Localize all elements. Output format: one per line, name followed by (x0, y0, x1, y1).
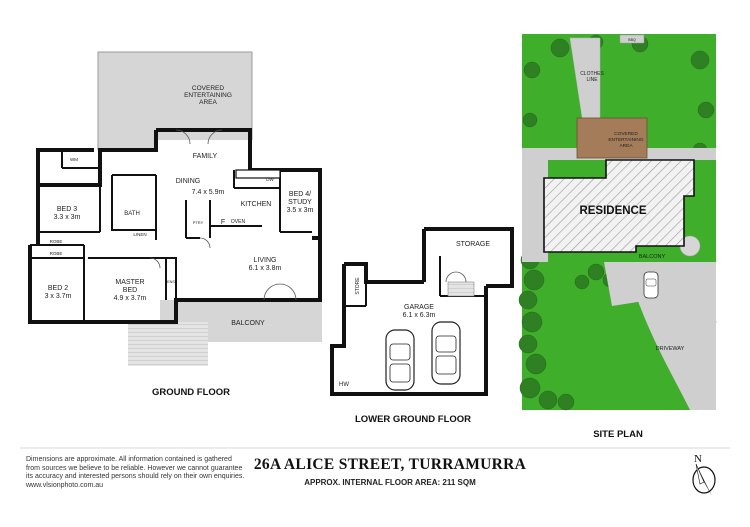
compass-letter: N (694, 453, 702, 465)
site-label-covered-1: COVERED (614, 131, 638, 137)
car-right (431, 321, 461, 385)
covered-entertaining-area (98, 52, 252, 140)
room-label-hot-water: HW (339, 382, 349, 388)
kitchen-bench (235, 169, 281, 179)
site-label-driveway: DRIVEWAY (656, 346, 685, 352)
room-label-bed3: BED 3 (57, 206, 77, 213)
north-compass-icon: N (692, 453, 716, 496)
disclaimer-text: Dimensions are approximate. All informat… (26, 456, 271, 490)
front-steps (128, 322, 208, 366)
car-left (385, 329, 415, 391)
ground-floor-plan: COVERED ENTERTAINING AREA FAMILY DINING … (28, 51, 322, 398)
disclaimer-line-3: its accuracy and interested persons shou… (26, 473, 245, 481)
lower-floor-title: LOWER GROUND FLOOR (355, 414, 471, 425)
site-label-clothes-line-1: CLOTHES (580, 71, 604, 77)
room-dimension-master: 4.9 x 3.7m (114, 295, 147, 302)
site-label-balcony: BALCONY (639, 254, 666, 260)
room-label-ensuite: ENS (167, 280, 175, 284)
site-plan-title: SITE PLAN (593, 429, 643, 440)
lower-door-swings (445, 271, 467, 283)
room-label-kitchen: KITCHEN (241, 201, 272, 208)
site-label-bbq: BBQ (628, 38, 636, 42)
room-dimension-bed2: 3 x 3.7m (45, 293, 72, 300)
site-car (643, 271, 659, 299)
room-dimension-dining: 7.4 x 5.9m (192, 189, 225, 196)
room-label-robe-2: ROBE (50, 251, 63, 256)
room-label-pantry: PTRY (193, 220, 204, 225)
disclaimer-website: www.vlsionphoto.com.au (26, 481, 104, 489)
room-label-garage: GARAGE (404, 304, 434, 311)
property-address: 26A ALICE STREET, TURRAMURRA (253, 456, 527, 473)
floor-area: APPROX. INTERNAL FLOOR AREA: 211 SQM (304, 478, 476, 487)
site-covered-area (576, 117, 648, 159)
room-dimension-bed4: 3.5 x 3m (287, 207, 314, 214)
site-label-covered-3: AREA (619, 143, 633, 149)
residence-footprint (543, 159, 695, 253)
room-label-linen: LINEN (133, 232, 146, 237)
site-label-clothes-line-2: LINE (586, 77, 598, 83)
room-label-bed4-2: STUDY (288, 199, 312, 206)
lower-floor-walls (330, 227, 514, 396)
room-label-covered-2: ENTERTAINING (184, 92, 232, 99)
site-plan: BBQ CLOTHES LINE COVERED ENTERTAINING AR… (518, 34, 717, 440)
room-label-dining: DINING (176, 178, 201, 185)
room-label-master-2: BED (123, 287, 137, 294)
covered-entertaining-area-rear (98, 140, 156, 150)
room-label-dw: DW (266, 177, 274, 182)
lower-stairs (447, 281, 475, 297)
room-label-bath: BATH (124, 211, 140, 217)
room-label-covered-3: AREA (199, 99, 217, 106)
room-label-balcony: BALCONY (231, 320, 265, 327)
room-dimension-living: 6.1 x 3.8m (249, 265, 282, 272)
room-label-wm: WM (70, 157, 78, 162)
site-label-covered-2: ENTERTAINING (608, 137, 644, 143)
side-paving (522, 148, 548, 262)
room-dimension-garage: 6.1 x 6.3m (403, 312, 436, 319)
driveway-turn (604, 262, 650, 306)
room-label-robe-1: ROBE (50, 239, 63, 244)
disclaimer-line-2: from sources we believe to be reliable. … (26, 464, 243, 472)
bbq-pad (619, 34, 645, 44)
room-dimension-bed3: 3.3 x 3m (54, 214, 81, 221)
room-label-storage: STORAGE (456, 241, 490, 248)
door-swings (149, 129, 297, 301)
room-label-living: LIVING (254, 257, 277, 264)
disclaimer-line-1: Dimensions are approximate. All informat… (26, 456, 232, 463)
room-label-bed2: BED 2 (48, 285, 68, 292)
covered-area-outline (97, 51, 253, 150)
room-label-bed4-1: BED 4/ (289, 191, 311, 198)
lower-floor-interior-walls (344, 256, 486, 307)
site-label-residence: RESIDENCE (579, 205, 646, 217)
room-label-store: STORE (355, 277, 361, 295)
ground-floor-title: GROUND FLOOR (152, 387, 230, 398)
room-label-master-1: MASTER (115, 279, 144, 286)
room-label-fridge: F (221, 219, 225, 226)
room-label-family: FAMILY (193, 153, 218, 160)
ground-floor-interior-walls (30, 150, 312, 322)
room-label-covered-1: COVERED (192, 85, 224, 92)
room-label-oven: OVEN (231, 219, 246, 225)
lower-ground-floor-plan: STORAGE STORE GARAGE 6.1 x 6.3m HW LOWER… (330, 227, 514, 425)
